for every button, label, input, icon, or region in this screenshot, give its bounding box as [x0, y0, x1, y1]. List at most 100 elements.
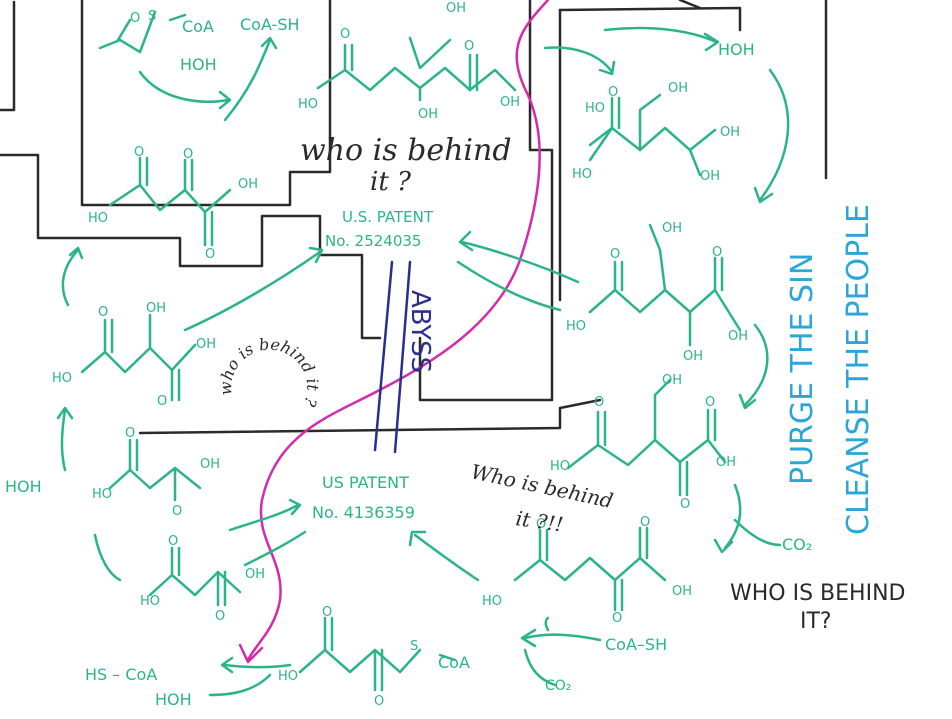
atom-ho: HO	[566, 319, 586, 334]
atom-oh: OH	[668, 81, 688, 96]
atom-o: O	[610, 247, 620, 262]
atom-o: O	[464, 39, 474, 54]
who-circle-text: who is behind it ?	[216, 334, 322, 409]
atom-ho: HO	[88, 211, 108, 226]
molecule-cis-aconitate	[588, 126, 717, 152]
atom-oh: OH	[196, 337, 216, 352]
cleanse-label: CLEANSE THE PEOPLE	[841, 204, 876, 535]
label-hoh-left: HOH	[5, 477, 42, 496]
atom-oh: OH	[662, 373, 682, 388]
atom-o: O	[374, 694, 384, 709]
atom-o: O	[322, 605, 332, 620]
abyss-lines	[373, 260, 412, 454]
atom-ho: HO	[140, 594, 160, 609]
who-caps-line1: WHO IS BEHIND	[730, 581, 905, 606]
atom-ho: HO	[585, 101, 605, 116]
patent1-line1: U.S. PATENT	[342, 208, 434, 226]
atom-ho: HO	[550, 459, 570, 474]
atom-o: O	[705, 395, 715, 410]
molecule-isocitrate	[588, 288, 717, 314]
molecule-left-mid	[80, 343, 197, 374]
magenta-path	[246, 0, 550, 662]
atom-oh: OH	[683, 349, 703, 364]
atom-o: O	[183, 147, 193, 162]
molecule-succinyl-coa	[298, 648, 402, 674]
atom-oh: OH	[238, 177, 258, 192]
atom-o: O	[594, 395, 604, 410]
atom-oh: OH	[716, 455, 736, 470]
maze-wall-center-right	[418, 0, 554, 402]
molecule-citrate	[316, 66, 517, 92]
who-behind-2-line1: Who is behind	[469, 459, 615, 513]
patent1-line2: No. 2524035	[325, 232, 421, 250]
atom-oh: OH	[446, 1, 466, 16]
atom-oh: OH	[662, 221, 682, 236]
maze-wall-right-top2	[558, 6, 742, 32]
maze-wall-left-top	[0, 0, 16, 112]
atom-s: S	[410, 639, 418, 654]
who-behind-main-2: it ?	[370, 167, 412, 197]
atom-ho: HO	[482, 594, 502, 609]
molecule-malate	[148, 570, 242, 597]
who-behind-main: who is behind	[300, 133, 512, 168]
atom-o: O	[536, 517, 546, 532]
atom-ho: HO	[92, 487, 112, 502]
atom-o: O	[168, 534, 178, 549]
atom-ho: HO	[572, 167, 592, 182]
label-coa-bottom: CoA	[438, 653, 470, 672]
atom-o: O	[98, 305, 108, 320]
atom-oh: OH	[728, 329, 748, 344]
label-coash-top: CoA-SH	[240, 15, 300, 34]
purge-label: PURGE THE SIN	[785, 253, 820, 485]
molecule-acetyl-coa	[98, 10, 157, 54]
atom-oh: OH	[245, 567, 265, 582]
label-hs-coa: HS – CoA	[85, 665, 157, 684]
atom-oh: OH	[720, 125, 740, 140]
maze-wall-inner-box	[80, 0, 332, 207]
label-coa-top: CoA	[182, 17, 214, 36]
who-behind-2-line2: it ?!!	[514, 506, 564, 536]
atom-o: O	[712, 245, 722, 260]
atom-oh: OH	[700, 169, 720, 184]
label-hoh-top: HOH	[180, 55, 217, 74]
atom-o: O	[608, 85, 618, 100]
atom-ho: HO	[278, 669, 298, 684]
label-co2-bottom: CO₂	[545, 678, 571, 694]
atom-o: O	[172, 504, 182, 519]
label-hoh-bottom: HOH	[155, 690, 192, 709]
who-caps-line2: IT?	[800, 609, 832, 634]
maze-wall-right-cap	[678, 0, 702, 10]
atom-o: O	[680, 497, 690, 512]
atom-oh: OH	[200, 457, 220, 472]
green-labels: CoA CoA-SH HOH HOH U.S. PATENT No. 25240…	[5, 15, 812, 709]
molecule-alpha-ketoglutarate	[513, 556, 667, 582]
magenta-arrowhead	[238, 643, 264, 664]
molecule-oxalosuccinate	[566, 438, 710, 470]
atom-oh: OH	[672, 584, 692, 599]
atom-o: O	[125, 426, 135, 441]
maze-walls	[0, 0, 828, 435]
atom-ho: HO	[52, 371, 72, 386]
atom-oh: OH	[418, 107, 438, 122]
atom-o: O	[340, 27, 350, 42]
label-coash-bottom: CoA–SH	[605, 635, 667, 654]
maze-wall-left-mid	[0, 153, 382, 340]
atom-o: O	[205, 247, 215, 262]
atom-labels: O S O O OH HO OH OH O O OH HO O O OH OH …	[52, 1, 748, 709]
atom-oh: OH	[146, 301, 166, 316]
molecule-fumarate	[108, 466, 202, 490]
atom-o: O	[157, 394, 167, 409]
atom-o: O	[134, 145, 144, 160]
atom-o: O	[215, 609, 225, 624]
green-structures	[56, 10, 790, 697]
atom-ho: HO	[298, 97, 318, 112]
label-co2-right: CO₂	[782, 535, 812, 554]
atom-o: O	[640, 515, 650, 530]
atom-o: O	[130, 11, 140, 26]
maze-wall-bottom	[138, 398, 602, 435]
patent2-line1: US PATENT	[322, 473, 409, 492]
patent2-line2: No. 4136359	[312, 503, 415, 522]
atom-s: S	[148, 9, 156, 24]
